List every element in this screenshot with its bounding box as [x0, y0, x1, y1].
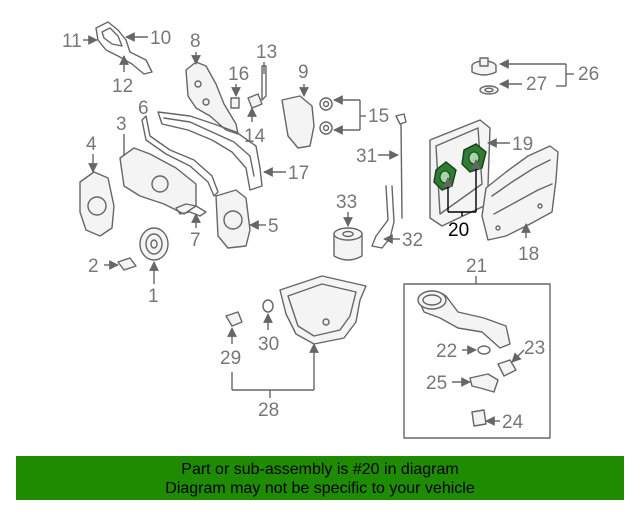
svg-text:15: 15	[368, 106, 389, 127]
svg-text:18: 18	[518, 244, 539, 265]
callout-5: 5	[249, 216, 279, 237]
part-oring-22	[477, 345, 491, 355]
svg-text:28: 28	[258, 400, 279, 421]
part-bracket-25	[469, 373, 499, 393]
svg-text:31: 31	[356, 146, 377, 167]
part-filler-assembly-21	[403, 283, 551, 439]
callout-1: 1	[148, 261, 159, 307]
callout-12: 12	[112, 55, 133, 97]
callout-11: 11	[62, 31, 98, 52]
svg-text:3: 3	[116, 114, 127, 135]
callout-8: 8	[190, 31, 201, 65]
svg-text:7: 7	[190, 230, 201, 251]
svg-text:24: 24	[502, 412, 524, 433]
svg-text:1: 1	[148, 286, 159, 307]
callout-16: 16	[228, 64, 249, 97]
callout-6: 6	[138, 98, 149, 119]
part-bolt-24	[471, 409, 487, 427]
part-tube-32	[371, 185, 395, 249]
callout-17: 17	[263, 163, 309, 184]
part-cover-5	[215, 189, 251, 249]
svg-text:21: 21	[466, 256, 487, 277]
part-upper-cover	[95, 21, 153, 75]
svg-text:17: 17	[288, 163, 309, 184]
svg-text:32: 32	[402, 230, 423, 251]
callout-13: 13	[256, 42, 277, 74]
callout-9: 9	[298, 62, 309, 97]
part-valve-cover-18	[481, 145, 559, 241]
callout-31: 31	[356, 146, 399, 167]
svg-text:8: 8	[190, 31, 201, 52]
part-sensor-23	[497, 359, 517, 377]
svg-text:29: 29	[220, 348, 241, 369]
svg-text:10: 10	[150, 28, 171, 49]
callout-33: 33	[336, 192, 357, 227]
callout-28: 28	[231, 343, 319, 421]
svg-text:13: 13	[256, 42, 277, 63]
callout-25: 25	[426, 373, 471, 394]
svg-text:20: 20	[448, 220, 469, 241]
svg-text:25: 25	[426, 373, 447, 394]
banner-line-1: Part or sub-assembly is #20 in diagram	[181, 461, 459, 478]
svg-text:12: 12	[112, 76, 133, 97]
part-oil-cap-26	[471, 57, 497, 76]
callout-4: 4	[86, 134, 98, 173]
part-dipstick-31	[395, 113, 407, 219]
callout-3: 3	[116, 114, 127, 156]
part-washer-30	[262, 299, 274, 313]
part-timing-belt-17	[157, 111, 263, 191]
callout-27: 27	[499, 74, 547, 95]
callout-18: 18	[518, 223, 539, 265]
part-bolt-29	[225, 311, 243, 327]
callout-21: 21	[466, 256, 487, 284]
svg-text:27: 27	[526, 74, 547, 95]
svg-text:2: 2	[88, 256, 99, 277]
part-cam-cover	[185, 61, 239, 135]
svg-text:14: 14	[244, 126, 266, 147]
part-pulley-1	[139, 227, 169, 261]
callout-19: 19	[487, 134, 533, 155]
callout-2: 2	[88, 256, 119, 277]
part-oil-pan-28	[279, 275, 367, 345]
callout-32: 32	[383, 230, 423, 251]
part-filter-33	[333, 227, 363, 261]
svg-text:26: 26	[578, 64, 599, 85]
callout-22: 22	[436, 341, 477, 362]
callout-14: 14	[244, 107, 266, 147]
callout-24: 24	[485, 412, 524, 433]
callout-20: 20	[443, 159, 481, 241]
part-housing-9	[281, 95, 315, 149]
callout-7: 7	[190, 213, 201, 251]
svg-text:4: 4	[86, 134, 97, 155]
svg-text:11: 11	[62, 31, 82, 52]
callout-15: 15	[333, 95, 389, 135]
part-16	[230, 97, 240, 109]
svg-text:30: 30	[258, 334, 279, 355]
banner-line-2: Diagram may not be specific to your vehi…	[165, 480, 475, 497]
svg-text:22: 22	[436, 341, 457, 362]
parts-diagram: 11 10 12 8 16 13 14 6	[62, 21, 599, 439]
part-seals-15	[319, 97, 333, 135]
svg-text:19: 19	[512, 134, 533, 155]
svg-text:33: 33	[336, 192, 357, 213]
info-banner: Part or sub-assembly is #20 in diagram D…	[16, 456, 624, 500]
svg-text:5: 5	[268, 216, 279, 237]
callout-29: 29	[220, 327, 241, 369]
svg-text:9: 9	[298, 62, 309, 83]
part-cover-4	[79, 171, 115, 237]
callout-30: 30	[258, 313, 279, 355]
part-bolt-2	[117, 257, 137, 271]
callout-23: 23	[511, 338, 545, 363]
callout-26: 26	[499, 59, 599, 87]
part-oil-cap-seal-27	[479, 85, 499, 95]
part-timing-belt-6	[141, 115, 219, 197]
svg-text:6: 6	[138, 98, 149, 119]
svg-text:16: 16	[228, 64, 249, 85]
callout-10: 10	[125, 28, 171, 49]
part-7	[175, 203, 207, 217]
svg-text:23: 23	[524, 338, 545, 359]
